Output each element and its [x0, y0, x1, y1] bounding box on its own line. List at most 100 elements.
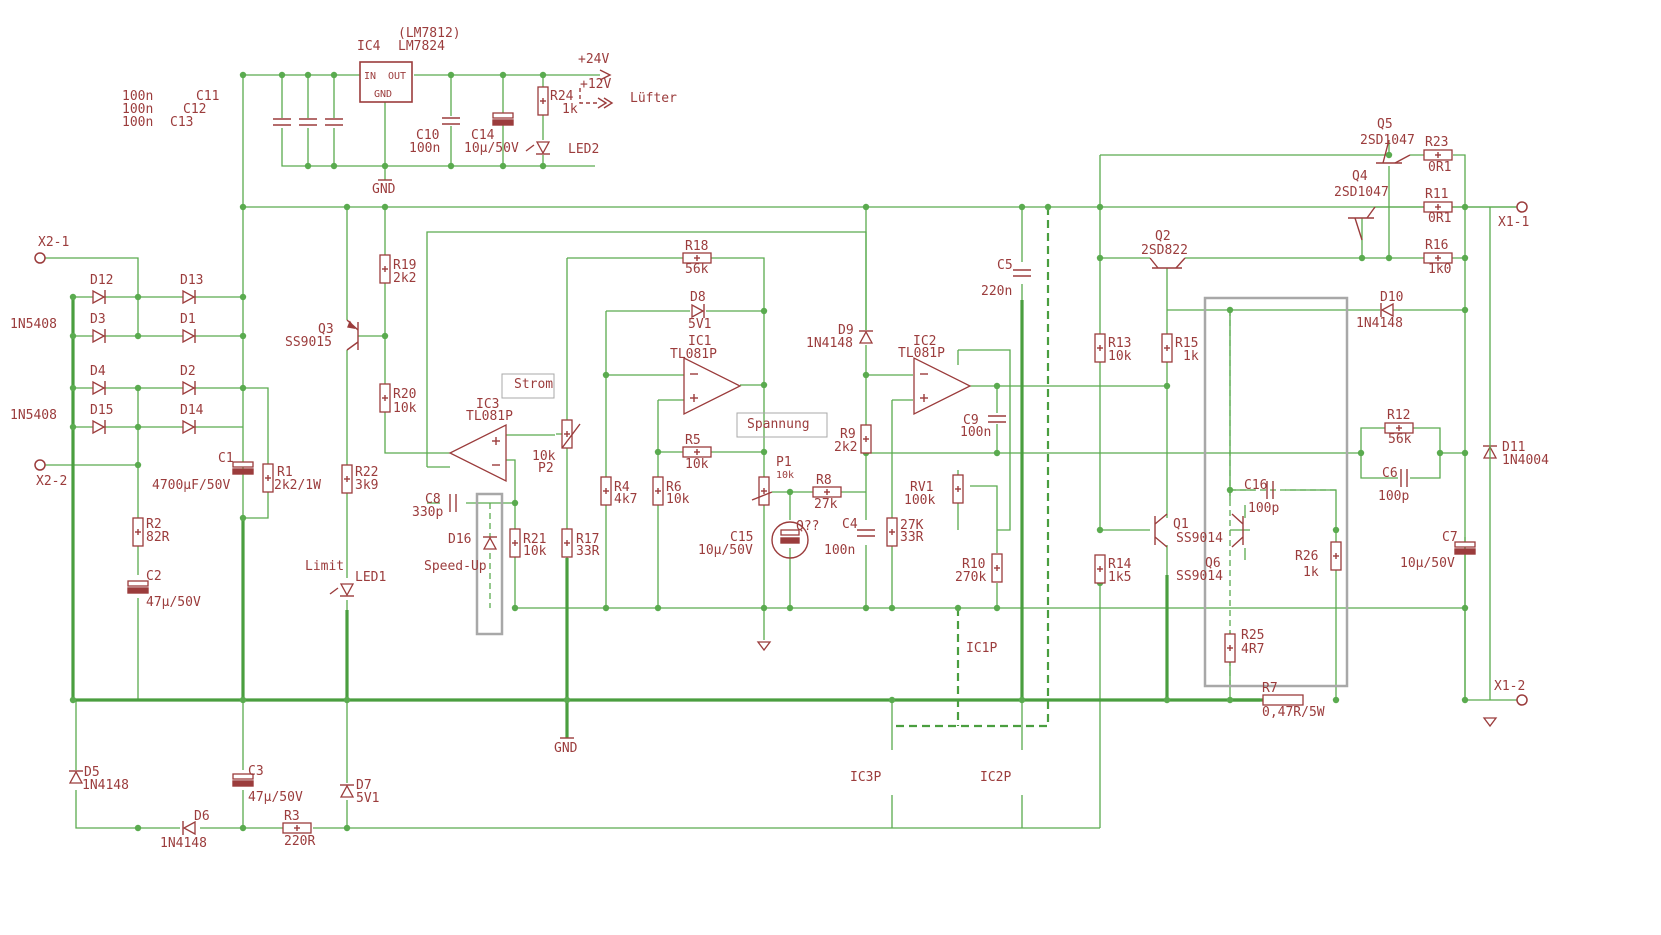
c7-value: 10µ/50V	[1400, 556, 1455, 571]
q1-transistor-icon	[1154, 513, 1168, 548]
d10-value: 1N4148	[1356, 316, 1403, 331]
q2-value: 2SD822	[1141, 243, 1188, 258]
r22-value: 3k9	[355, 478, 378, 493]
p1-label: P1	[776, 455, 792, 470]
c10-value: 100n	[409, 141, 440, 156]
c14-value: 10µ/50V	[464, 141, 519, 156]
d1-label: D1	[180, 312, 196, 327]
r18-label: R18	[685, 239, 708, 254]
limit-label: Limit	[305, 559, 344, 574]
rv1-label: RV1	[910, 480, 933, 495]
c16-value: 100p	[1248, 501, 1279, 516]
svg-text:OUT: OUT	[388, 71, 406, 82]
c13-label: C13	[170, 115, 193, 130]
r3-label: R3	[284, 809, 300, 824]
r26-label: R26	[1295, 549, 1318, 564]
r13-value: 10k	[1108, 349, 1132, 364]
r25-value: 4R7	[1241, 642, 1264, 657]
q1-value: SS9014	[1176, 531, 1223, 546]
x2-2-label: X2-2	[36, 474, 67, 489]
luefter-label: Lüfter	[630, 91, 677, 106]
c6-label: C6	[1382, 466, 1398, 481]
d7-label: D7	[356, 778, 372, 793]
r20-value: 10k	[393, 401, 417, 416]
c1-value: 4700µF/50V	[152, 478, 230, 493]
q-unknown-label: Q??	[796, 519, 819, 534]
spannung-label-box	[736, 412, 828, 438]
d5-value: 1N4148	[82, 778, 129, 793]
ic3-label: IC3	[476, 397, 499, 412]
lm7812-label: (LM7812)	[398, 26, 461, 41]
svg-text:IN: IN	[364, 71, 376, 82]
r27-label: 27K	[900, 518, 924, 533]
r17-label: R17	[576, 532, 599, 547]
v12-label: +12V	[580, 77, 611, 92]
c2-value: 47µ/50V	[146, 595, 201, 610]
led1-icon	[329, 583, 355, 597]
d3-label: D3	[90, 312, 106, 327]
d8-label: D8	[690, 290, 706, 305]
r14-value: 1k5	[1108, 570, 1131, 585]
r5-label: R5	[685, 433, 701, 448]
r14-label: R14	[1108, 557, 1132, 572]
speedup-label: Speed-Up	[424, 559, 487, 574]
strom-label-box	[501, 373, 555, 399]
r13-label: R13	[1108, 336, 1131, 351]
r27-value: 33R	[900, 530, 924, 545]
c7-label: C7	[1442, 530, 1458, 545]
d7-value: 5V1	[356, 791, 379, 806]
c5-value: 220n	[981, 284, 1012, 299]
r4-label: R4	[614, 480, 630, 495]
ic4-label: IC4	[357, 39, 381, 54]
c15-label: C15	[730, 530, 753, 545]
r7-value: 0,47R/5W	[1262, 705, 1325, 720]
ic3p-label: IC3P	[850, 770, 881, 785]
c5-label: C5	[997, 258, 1013, 273]
c12-label: C12	[183, 102, 206, 117]
x1-2-label: X1-2	[1494, 679, 1525, 694]
p2-value: 10k	[532, 449, 556, 464]
c16-label: C16	[1244, 478, 1267, 493]
r16-value: 1k0	[1428, 262, 1451, 277]
d11-value: 1N4004	[1502, 453, 1549, 468]
junctions	[69, 71, 1469, 832]
r2-value: 82R	[146, 530, 170, 545]
ic2p-label: IC2P	[980, 770, 1011, 785]
p2-label: P2	[538, 461, 554, 476]
c15-value: 10µ/50V	[698, 543, 753, 558]
strom-label: Strom	[514, 377, 553, 392]
r10-value: 270k	[955, 570, 986, 585]
ic1-value: TL081P	[670, 347, 717, 362]
r17-value: 33R	[576, 544, 600, 559]
p1-value: 10k	[776, 470, 794, 481]
d10-label: D10	[1380, 290, 1403, 305]
supply-arrow-icon	[579, 69, 614, 109]
ic4-regulator: IN OUT GND	[359, 61, 413, 103]
d2-label: D2	[180, 364, 196, 379]
q6-transistor-icon	[1231, 513, 1244, 548]
p2-wiper-icon	[561, 423, 581, 449]
r11-value: 0R1	[1428, 211, 1451, 226]
c8-value: 330p	[412, 505, 443, 520]
x2-1-label: X2-1	[38, 235, 69, 250]
ic2-label: IC2	[913, 334, 936, 349]
r25-label: R25	[1241, 628, 1264, 643]
r26-value: 1k	[1303, 565, 1319, 580]
gnd-top-label: GND	[372, 182, 396, 197]
c2-label: C2	[146, 569, 162, 584]
d6-label: D6	[194, 809, 210, 824]
r6-value: 10k	[666, 492, 690, 507]
d9-label: D9	[838, 323, 854, 338]
c10-label: C10	[416, 128, 439, 143]
q3-value: SS9015	[285, 335, 332, 350]
q6-value: SS9014	[1176, 569, 1223, 584]
p1-wiper-icon	[751, 491, 773, 501]
d13-label: D13	[180, 273, 203, 288]
dashed-wires	[489, 207, 1336, 728]
q1-label: Q1	[1173, 517, 1189, 532]
r9-label: R9	[840, 427, 856, 442]
r9-value: 2k2	[834, 440, 857, 455]
q6-label: Q6	[1205, 556, 1221, 571]
r23-label: R23	[1425, 135, 1448, 150]
